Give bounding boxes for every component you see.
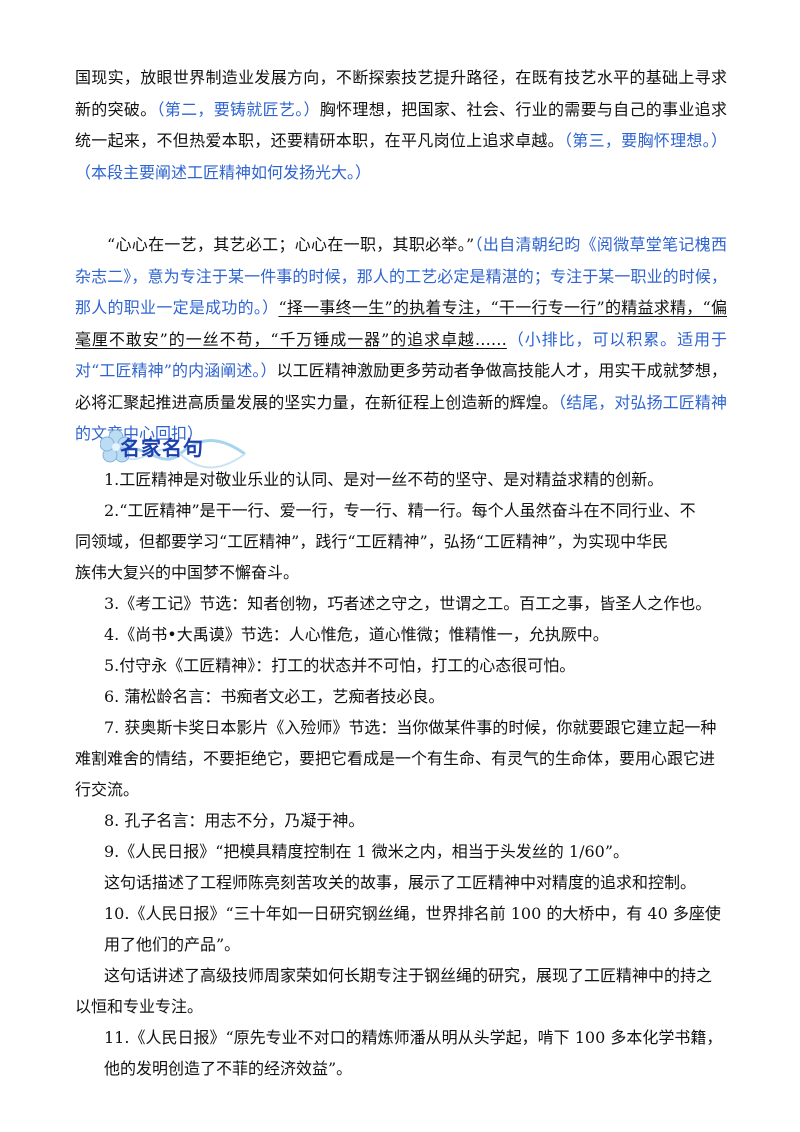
quote-line: 2.“工匠精神”是干一行、爱一行，专一行、精一行。每个人虽然奋斗在不同行业、不 [104, 501, 696, 520]
quote-line: 4.《尚书•大禹谟》节选：人心惟危，道心惟微；惟精惟一，允执厥中。 [104, 625, 609, 644]
quote-line: 6. 蒲松龄名言：书痴者文必工，艺痴者技必良。 [104, 687, 445, 706]
quote-line: 他的发明创造了不菲的经济效益”。 [104, 1059, 353, 1078]
paragraph-2-note-a: （出自清朝纪昀《阅微草堂笔记槐西杂志二》，意为专注于某一件事的时候，那人的工艺必… [75, 235, 727, 317]
section-heading: 名家名句 [100, 420, 250, 480]
paragraph-1: 国现实，放眼世界制造业发展方向，不断探索技艺提升路径，在既有技艺水平的基础上寻求… [75, 62, 727, 188]
paragraph-2-note-b: （小排比，可以积累。适用于对“工匠精神”的内涵阐述。） [75, 329, 727, 381]
flower-icon [100, 429, 133, 463]
quote-line: 1.工匠精神是对敬业乐业的认同、是对一丝不苟的坚守、是对精益求精的创新。 [104, 470, 664, 489]
quote-line: 8. 孔子名言：用志不分，乃凝于神。 [104, 811, 365, 830]
quote-line: 族伟大复兴的中国梦不懈奋斗。 [75, 563, 300, 582]
section-heading-title: 名家名句 [120, 436, 204, 460]
paragraph-2: “心心在一艺，其艺必工；心心在一职，其职必举。”（出自清朝纪昀《阅微草堂笔记槐西… [75, 229, 727, 450]
quote-line: 难割难舍的情结，不要拒绝它，要把它看成是一个有生命、有灵气的生命体，要用心跟它进 [75, 749, 716, 768]
paragraph-1-note-a: （第二，要铸就匠艺。） [156, 99, 320, 119]
quote-line: 3.《考工记》节选：知者创物，巧者述之守之，世谓之工。百工之事，皆圣人之作也。 [104, 594, 712, 613]
paragraph-2-underlined-parallelism: “择一事终一生”的执着专注，“干一行专一行”的精益求精，“偏毫厘不敢安”的一丝不… [75, 298, 727, 349]
wave-decoration-icon [100, 429, 246, 469]
paragraph-2-quote: “心心在一艺，其艺必工；心心在一职，其职必举。” [107, 235, 475, 254]
quote-line: 这句话描述了工程师陈亮刻苦攻关的故事，展示了工匠精神中对精度的追求和控制。 [104, 873, 697, 892]
quote-line: 行交流。 [75, 780, 140, 799]
quote-line: 以恒和专业专注。 [75, 997, 204, 1016]
paragraph-1-note-b: （第三，要胸怀理想。）（本段主要阐述工匠精神如何发扬光大。） [75, 131, 727, 182]
paragraph-1-text-b: 胸怀理想，把国家、社会、行业的需要与自己的事业追求统一起来，不但热爱本职，还要精… [75, 99, 727, 151]
quote-line: 这句话讲述了高级技师周家荣如何长期专注于钢丝绳的研究，展现了工匠精神中的持之 [104, 966, 713, 985]
quote-line: 7. 获奥斯卡奖日本影片《入殓师》节选：当你做某件事的时候，你就要跟它建立起一种 [104, 718, 717, 737]
paragraph-2-note-c: （结尾，对弘扬工匠精神的文章中心回扣） [75, 392, 727, 444]
quote-line: 同领域，但都要学习“工匠精神”，践行“工匠精神”，弘扬“工匠精神”，为实现中华民 [75, 532, 669, 551]
quote-line: 11.《人民日报》“原先专业不对口的精炼师潘从明从头学起，啃下 100 多本化学… [104, 1028, 723, 1047]
quote-line: 用了他们的产品”。 [104, 935, 241, 954]
quote-line: 10.《人民日报》“三十年如一日研究钢丝绳，世界排名前 100 的大桥中，有 4… [104, 904, 721, 923]
paragraph-1-text-a: 国现实，放眼世界制造业发展方向，不断探索技艺提升路径，在既有技艺水平的基础上寻求… [75, 68, 727, 119]
paragraph-2-text: 以工匠精神激励更多劳动者争做高技能人才，用实干成就梦想，必将汇聚起推进高质量发展… [75, 361, 727, 412]
quote-line: 9.《人民日报》“把模具精度控制在 1 微米之内，相当于头发丝的 1/60”。 [104, 842, 629, 861]
quote-line: 5.付守永《工匠精神》：打工的状态并不可怕，打工的心态很可怕。 [104, 656, 576, 675]
